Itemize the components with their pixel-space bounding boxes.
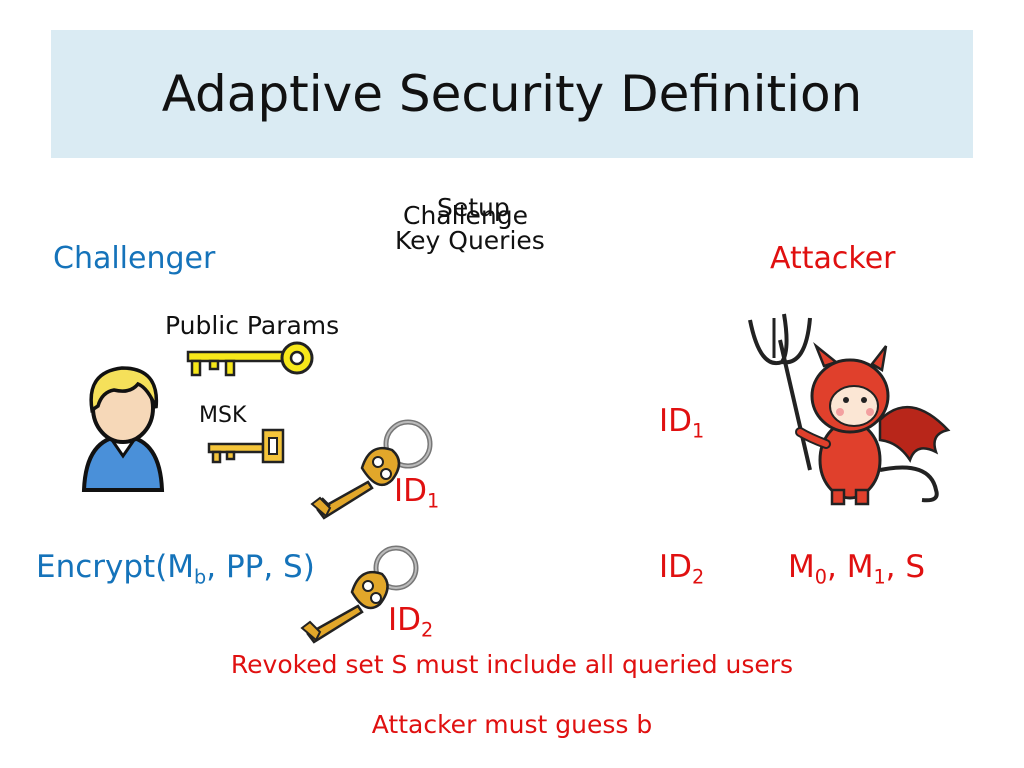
encrypt-prefix: Encrypt(M [36,549,195,585]
id-subscript: 2 [692,565,705,589]
challenger-response-id1: ID1 [394,473,439,513]
id-subscript: 2 [421,618,434,642]
message-set-s: , S [885,549,926,585]
phase-challenge-label: Challenge [403,201,528,230]
encrypt-subscript: b [194,565,207,589]
message-m0: M [788,549,815,585]
phase-setup-label: Setup [437,193,510,222]
attacker-devil-avatar [748,313,951,506]
attacker-query-id1: ID1 [659,403,704,443]
message-separator: , [826,549,847,585]
id1-key-icon [310,419,433,520]
message-subscript: 1 [873,565,886,589]
msk-label: MSK [199,403,247,428]
challenge-messages: M0, M1, S [788,549,925,589]
attacker-query-id2: ID2 [659,549,704,589]
id2-key-icon [300,545,419,644]
public-key-icon [186,341,314,377]
id-prefix: ID [659,549,693,585]
revoked-set-caption: Revoked set S must include all queried u… [230,650,794,679]
encrypt-expression: Encrypt(Mb, PP, S) [36,549,315,589]
id-subscript: 1 [692,419,705,443]
message-subscript: 0 [814,565,827,589]
message-m1: M [846,549,874,585]
id-prefix: ID [659,403,693,439]
challenger-response-id2: ID2 [388,602,433,642]
title-banner: Adaptive Security Definition [51,30,973,158]
slide-title: Adaptive Security Definition [161,65,863,123]
guess-caption: Attacker must guess b [371,710,653,739]
id-subscript: 1 [427,489,440,513]
public-params-label: Public Params [165,311,340,340]
attacker-label: Attacker [770,241,896,276]
challenger-avatar [81,366,165,492]
id-prefix: ID [394,473,428,509]
encrypt-suffix: , PP, S) [206,549,315,585]
id-prefix: ID [388,602,422,638]
master-key-icon [207,428,285,464]
challenger-label: Challenger [53,241,216,276]
phase-key-queries-label: Key Queries [395,226,545,255]
